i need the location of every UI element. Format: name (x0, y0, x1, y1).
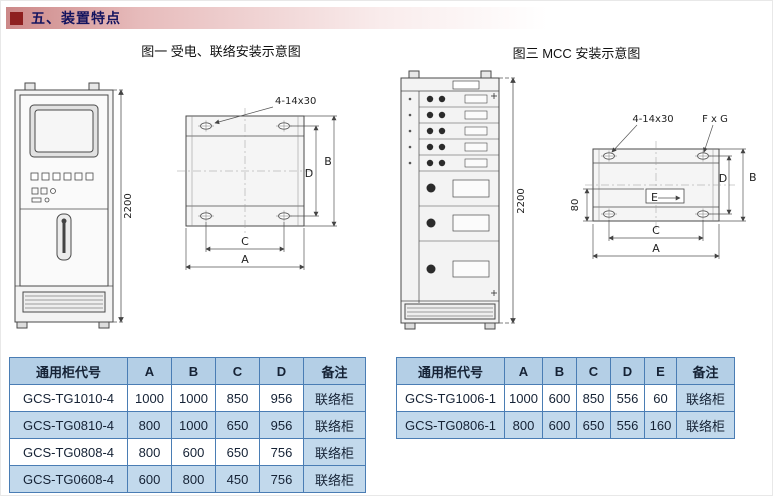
cell: 650 (215, 438, 260, 466)
header-cell: B (171, 357, 216, 385)
header-cell: 通用柜代号 (9, 357, 128, 385)
fig3-dim-b-label: B (749, 171, 757, 184)
fig3-caption: 图三 MCC 安装示意图 (512, 46, 641, 61)
cell-remark: 联络柜 (303, 411, 366, 439)
fig1-dim-d-label: D (305, 167, 313, 180)
cell: 60 (644, 384, 677, 412)
cell: 850 (215, 384, 260, 412)
cell: 600 (542, 384, 577, 412)
table-row: GCS-TG0810-4 800 1000 650 956 联络柜 (9, 411, 366, 439)
table-header-row: 通用柜代号 A B C D E 备注 (396, 357, 735, 385)
cell: 1000 (504, 384, 543, 412)
fig3-plan-dimensions (583, 124, 746, 259)
spec-table-fig1: 通用柜代号 A B C D 备注 GCS-TG1010-4 1000 1000 … (9, 357, 366, 493)
cell-code: GCS-TG1010-4 (9, 384, 128, 412)
fig3-plan-drawing (585, 141, 735, 231)
cell: 600 (542, 411, 577, 439)
cell-remark: 联络柜 (676, 384, 735, 412)
header-cell: 备注 (303, 357, 366, 385)
header-cell: E (644, 357, 677, 385)
fig3-dim-a-label: A (652, 242, 660, 255)
cell-code: GCS-TG0808-4 (9, 438, 128, 466)
cell: 160 (644, 411, 677, 439)
fig3-dim-80-label: 80 (570, 199, 581, 212)
spec-table-fig3: 通用柜代号 A B C D E 备注 GCS-TG1006-1 1000 600… (396, 357, 735, 439)
cell-code: GCS-TG1006-1 (396, 384, 505, 412)
cell: 600 (171, 438, 216, 466)
cell: 556 (610, 411, 645, 439)
header-cell: 通用柜代号 (396, 357, 505, 385)
cell-remark: 联络柜 (303, 465, 366, 493)
cell-remark: 联络柜 (303, 384, 366, 412)
cell: 1000 (171, 384, 216, 412)
table-row: GCS-TG1010-4 1000 1000 850 956 联络柜 (9, 384, 366, 412)
cell-remark: 联络柜 (303, 438, 366, 466)
fig1-caption: 图一 受电、联络安装示意图 (141, 44, 301, 59)
header-cell: D (610, 357, 645, 385)
fig1-height-dimension (113, 89, 125, 323)
table-row: GCS-TG0806-1 800 600 650 556 160 联络柜 (396, 411, 735, 439)
cell: 650 (576, 411, 611, 439)
section-header: 五、装置特点 (6, 7, 758, 29)
cell: 956 (259, 384, 304, 412)
cell: 1000 (127, 384, 172, 412)
cell: 800 (127, 438, 172, 466)
cell: 1000 (171, 411, 216, 439)
header-cell: A (127, 357, 172, 385)
table-row: GCS-TG1006-1 1000 600 850 556 60 联络柜 (396, 384, 735, 412)
cell: 800 (171, 465, 216, 493)
cell: 800 (504, 411, 543, 439)
cell: 956 (259, 411, 304, 439)
table-row: GCS-TG0808-4 800 600 650 756 联络柜 (9, 438, 366, 466)
fig3-dim-d-label: D (719, 172, 727, 185)
header-cell: B (542, 357, 577, 385)
fig3-height-dimension (499, 77, 517, 324)
fig1-cabinet-drawing (14, 82, 114, 329)
header-cell: A (504, 357, 543, 385)
fig3-height-label: 2200 (516, 188, 527, 213)
fig1-height-label: 2200 (123, 193, 134, 218)
fig1-dim-b-label: B (324, 155, 332, 168)
fig1-dim-c-label: C (241, 235, 249, 248)
header-cell: C (576, 357, 611, 385)
header-cell: C (215, 357, 260, 385)
section-title: 五、装置特点 (31, 10, 121, 26)
fig3-fg-label: F x G (702, 114, 728, 125)
cell: 556 (610, 384, 645, 412)
header-cell: 备注 (676, 357, 735, 385)
cell: 800 (127, 411, 172, 439)
fig3-dim-e-label: E (651, 191, 658, 204)
fig1-plan-dimensions (185, 106, 337, 270)
fig3-cabinet-drawing (400, 70, 500, 330)
fig1-dim-a-label: A (241, 253, 249, 266)
cell-code: GCS-TG0608-4 (9, 465, 128, 493)
fig3-hole-label: 4-14x30 (632, 114, 673, 125)
cell: 450 (215, 465, 260, 493)
diagram-area: 2200 4-14x30 D B C A (14, 70, 757, 330)
fig3-dim-c-label: C (652, 224, 660, 237)
red-square-bullet-icon (10, 11, 23, 25)
header-cell: D (259, 357, 304, 385)
cell: 600 (127, 465, 172, 493)
cell: 850 (576, 384, 611, 412)
cell-code: GCS-TG0806-1 (396, 411, 505, 439)
cell: 756 (259, 438, 304, 466)
cell-remark: 联络柜 (676, 411, 735, 439)
fig1-hole-label: 4-14x30 (275, 96, 316, 107)
cell-code: GCS-TG0810-4 (9, 411, 128, 439)
cell: 650 (215, 411, 260, 439)
table-row: GCS-TG0608-4 600 800 450 756 联络柜 (9, 465, 366, 493)
table-header-row: 通用柜代号 A B C D 备注 (9, 357, 366, 385)
cell: 756 (259, 465, 304, 493)
fig1-plan-drawing (177, 108, 313, 236)
